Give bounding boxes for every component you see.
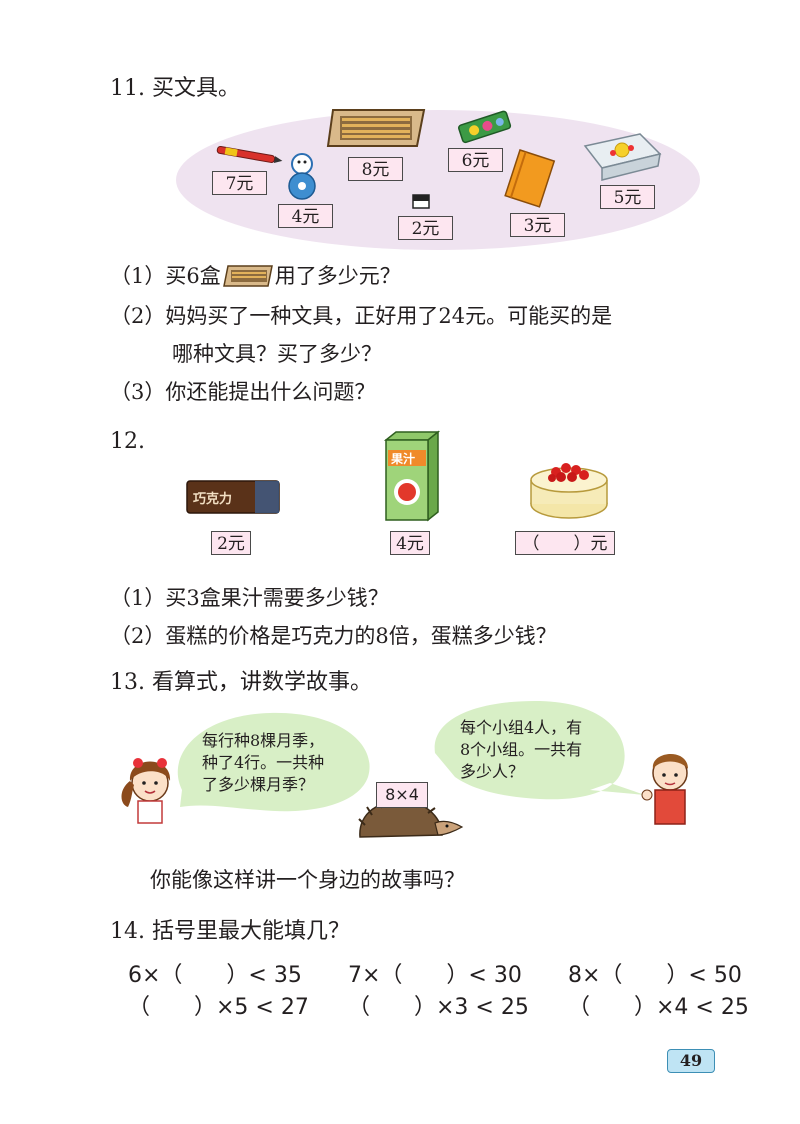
hedgehog-icon xyxy=(358,793,464,838)
chocolate-bar-icon: 巧克力 xyxy=(186,480,280,514)
q11-sub2-line1: （2）妈妈买了一种文具，正好用了24元。可能买的是 xyxy=(110,304,613,328)
tumbler-icon xyxy=(288,153,316,200)
tin-box-price-tag: 5元 xyxy=(600,185,655,209)
q11-title: 11. 买文具。 xyxy=(110,76,240,101)
q11-sub3: （3）你还能提出什么问题？ xyxy=(110,380,376,404)
juice-box-icon: 果汁 xyxy=(383,430,441,522)
left-bubble-line3: 了多少棵月季？ xyxy=(202,775,315,794)
q13-question: 你能像这样讲一个身边的故事吗？ xyxy=(150,868,465,892)
pen-icon xyxy=(216,145,283,163)
q11-sub1-prefix: （1）买6盒 xyxy=(110,264,221,288)
tin-box-icon xyxy=(583,133,662,181)
q14-title: 14. 括号里最大能填几？ xyxy=(110,919,350,944)
juice-price-tag: 4元 xyxy=(390,531,430,555)
right-bubble-line1: 每个小组4人，有 xyxy=(460,718,583,737)
left-bubble-line2: 种了4行。一共种 xyxy=(202,753,325,772)
pencil-case-icon xyxy=(458,110,512,144)
left-speech-bubble xyxy=(177,712,370,812)
q11-sub1: （1）买6盒 用了多少元？ xyxy=(110,262,401,290)
q11-sub2-line2: 哪种文具？买了多少？ xyxy=(172,342,382,366)
pen-price-tag: 7元 xyxy=(212,171,267,195)
cake-icon xyxy=(530,463,608,519)
q14-r2-c1: （ ）×5 < 27 xyxy=(128,995,309,1020)
page-number-badge: 49 xyxy=(667,1049,715,1073)
left-bubble-line1: 每行种8棵月季， xyxy=(202,731,325,750)
q14-r2-c3: （ ）×4 < 25 xyxy=(568,995,749,1020)
juice-label: 果汁 xyxy=(390,451,415,466)
right-bubble-line2: 8个小组。一共有 xyxy=(460,740,583,759)
q12-sub2: （2）蛋糕的价格是巧克力的8倍，蛋糕多少钱？ xyxy=(110,624,557,648)
q14-r1-c2: 7×（ ）< 30 xyxy=(348,963,522,988)
eraser-icon xyxy=(412,194,430,209)
q14-r1-c1: 6×（ ）< 35 xyxy=(128,963,302,988)
story-illustration xyxy=(121,700,688,838)
q11-sub1-suffix: 用了多少元？ xyxy=(274,264,401,288)
boy-icon xyxy=(641,753,688,825)
chocolate-price-tag: 2元 xyxy=(211,531,251,555)
right-bubble-line3: 多少人？ xyxy=(460,762,525,781)
q12-title: 12. xyxy=(110,429,145,454)
notebook-price-tag: 3元 xyxy=(510,213,565,237)
q14-r2-c2: （ ）×3 < 25 xyxy=(348,995,529,1020)
q14-r1-c3: 8×（ ）< 50 xyxy=(568,963,742,988)
tumbler-price-tag: 4元 xyxy=(278,204,333,228)
girl-icon xyxy=(121,758,171,824)
pencil-box-price-tag: 8元 xyxy=(348,157,403,181)
q12-sub1: （1）买3盒果汁需要多少钱？ xyxy=(110,586,389,610)
pencil-case-price-tag: 6元 xyxy=(448,148,503,172)
chocolate-label: 巧克力 xyxy=(193,491,232,507)
pencil-box-icon xyxy=(326,109,426,147)
right-speech-bubble xyxy=(434,700,645,800)
eraser-price-tag: 2元 xyxy=(398,216,453,240)
notebook-icon xyxy=(504,149,556,208)
formula-sign: 8×4 xyxy=(376,782,428,808)
cake-price-tag: （ ）元 xyxy=(515,531,615,555)
q13-title: 13. 看算式，讲数学故事。 xyxy=(110,670,372,695)
pencil-box-small-icon xyxy=(222,265,273,287)
